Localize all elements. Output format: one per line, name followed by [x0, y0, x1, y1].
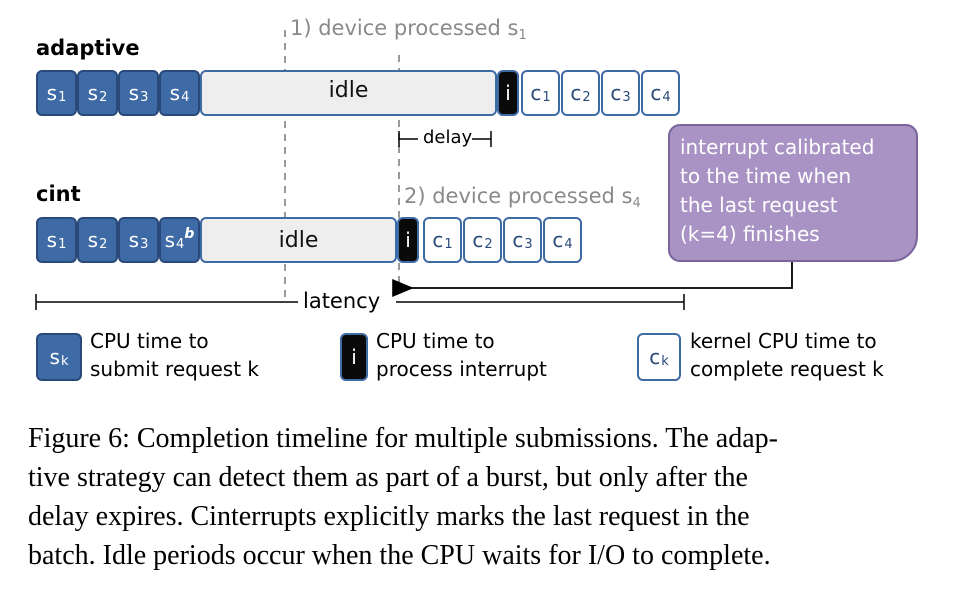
caption-line: delay expires. Cinterrupts explicitly ma…	[28, 501, 750, 532]
callout-line: (k=4) finishes	[680, 222, 820, 246]
block-interrupt: i	[497, 70, 519, 116]
delay-label: delay	[423, 127, 473, 148]
figure-caption: Figure 6: Completion timeline for multip…	[28, 419, 933, 575]
row-title-cint: cint	[36, 182, 81, 206]
caption-line: batch. Idle periods occur when the CPU w…	[28, 540, 771, 571]
annotation-device-processed-s4: 2) device processed s4	[404, 184, 641, 211]
callout-line: interrupt calibrated	[680, 135, 875, 159]
callout-line: the last request	[680, 193, 838, 217]
caption-line: Figure 6: Completion timeline for multip…	[28, 423, 778, 454]
latency-label: latency	[303, 289, 381, 313]
annotation-device-processed-s1: 1) device processed s1	[290, 16, 527, 43]
caption-line: tive strategy can detect them as part of…	[28, 462, 748, 493]
callout-line: to the time when	[680, 164, 852, 188]
callout-arrow	[392, 262, 793, 297]
block-interrupt: i	[397, 217, 419, 263]
row-title-adaptive: adaptive	[36, 36, 140, 60]
block-idle: idle	[200, 70, 497, 116]
block-idle: idle	[200, 217, 397, 263]
legend-swatch-interrupt: i	[340, 333, 368, 381]
completion-timeline-diagram: adaptive cint 1) device processed s1 2) …	[35, 16, 918, 381]
interrupt-calibration-callout: interrupt calibrated to the time when th…	[668, 124, 918, 262]
